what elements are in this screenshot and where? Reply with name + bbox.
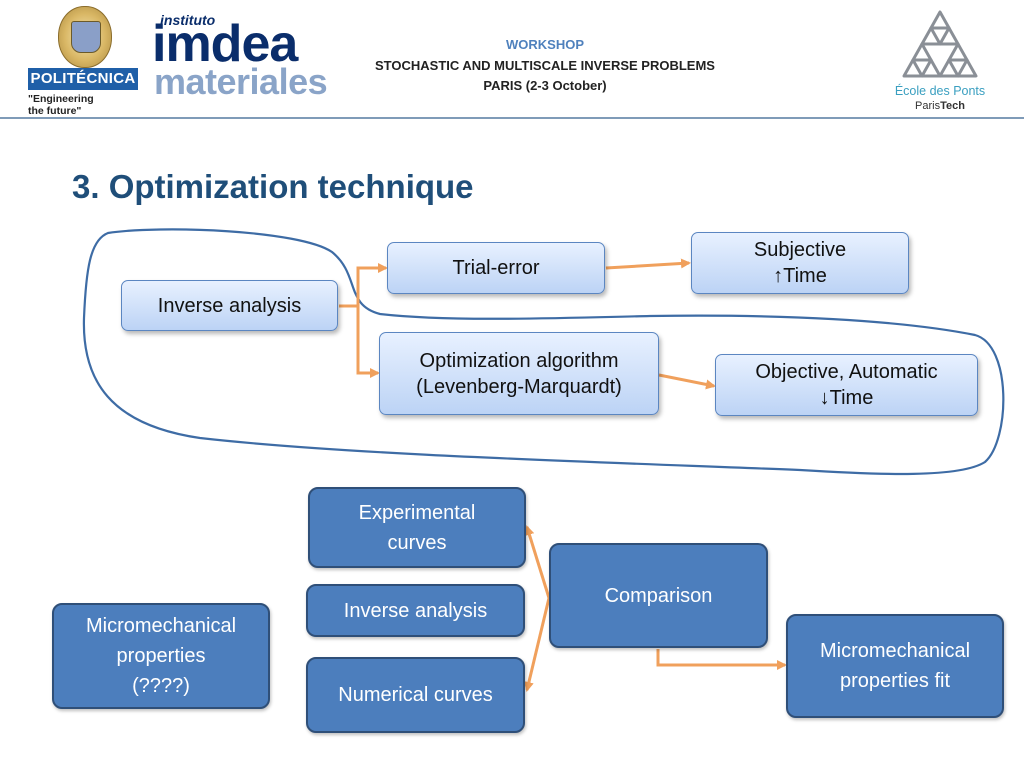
imdea-sub: materiales bbox=[154, 61, 328, 102]
box-inverse-analysis-2: Inverse analysis bbox=[306, 584, 525, 637]
enpc-sub: ParisTech bbox=[880, 100, 1000, 112]
box-optimization-algorithm: Optimization algorithm (Levenberg-Marqua… bbox=[379, 332, 659, 415]
arrow-opt-objective bbox=[658, 373, 716, 390]
label-micromechanical-properties: Micromechanical properties (????) bbox=[85, 615, 237, 697]
box-numerical-curves: Numerical curves bbox=[306, 657, 525, 733]
label-trial-error: Trial-error bbox=[452, 257, 540, 279]
enpc-sub-paris: Paris bbox=[915, 100, 941, 112]
arrow-comp-experimental bbox=[524, 525, 551, 599]
enpc-sub-tech: Tech bbox=[940, 100, 965, 112]
upm-tagline: "Engineering the future" bbox=[28, 93, 94, 117]
enpc-name: École des Ponts bbox=[894, 84, 986, 98]
label-inverse-analysis-2: Inverse analysis bbox=[343, 599, 488, 622]
label-inverse-analysis: Inverse analysis bbox=[157, 294, 302, 317]
label-experimental-curves: Experimental curves bbox=[358, 501, 476, 554]
slide-title: 3. Optimization technique bbox=[72, 168, 474, 205]
label-comparison: Comparison bbox=[604, 584, 713, 607]
box-inverse-analysis: Inverse analysis bbox=[121, 280, 338, 331]
label-optimization-algorithm: Optimization algorithm (Levenberg-Marqua… bbox=[416, 349, 622, 398]
arrow-trial-subjective bbox=[605, 258, 691, 270]
upm-seal-icon bbox=[58, 6, 112, 68]
box-subjective: Subjective ↑Time bbox=[691, 232, 909, 294]
box-comparison: Comparison bbox=[549, 543, 768, 648]
box-trial-error: Trial-error bbox=[387, 242, 605, 294]
label-subjective: Subjective ↑Time bbox=[753, 239, 847, 287]
upm-name: POLITÉCNICA bbox=[28, 68, 138, 90]
arrow-to-optimization bbox=[356, 306, 380, 378]
box-micromechanical-fit: Micromechanical properties fit bbox=[786, 614, 1004, 718]
imdea-name: imdea bbox=[152, 15, 298, 73]
box-objective-automatic: Objective, Automatic ↓Time bbox=[715, 354, 978, 416]
label-micromechanical-fit: Micromechanical properties fit bbox=[819, 640, 971, 692]
workshop-label: WORKSHOP bbox=[506, 37, 584, 52]
arrow-to-trial bbox=[356, 263, 388, 306]
box-micromechanical-properties: Micromechanical properties (????) bbox=[52, 603, 270, 709]
imdea-prefix: instituto bbox=[160, 12, 216, 28]
workshop-location: PARIS (2-3 October) bbox=[483, 78, 607, 93]
header-divider bbox=[0, 117, 1024, 119]
label-objective-automatic: Objective, Automatic ↓Time bbox=[755, 361, 938, 409]
box-experimental-curves: Experimental curves bbox=[308, 487, 526, 568]
sierpinski-triangle-icon bbox=[902, 10, 978, 78]
label-numerical-curves: Numerical curves bbox=[338, 684, 493, 706]
workshop-event: STOCHASTIC AND MULTISCALE INVERSE PROBLE… bbox=[375, 58, 715, 73]
arrow-comp-numerical bbox=[523, 597, 551, 692]
arrow-comp-fit bbox=[656, 649, 787, 670]
